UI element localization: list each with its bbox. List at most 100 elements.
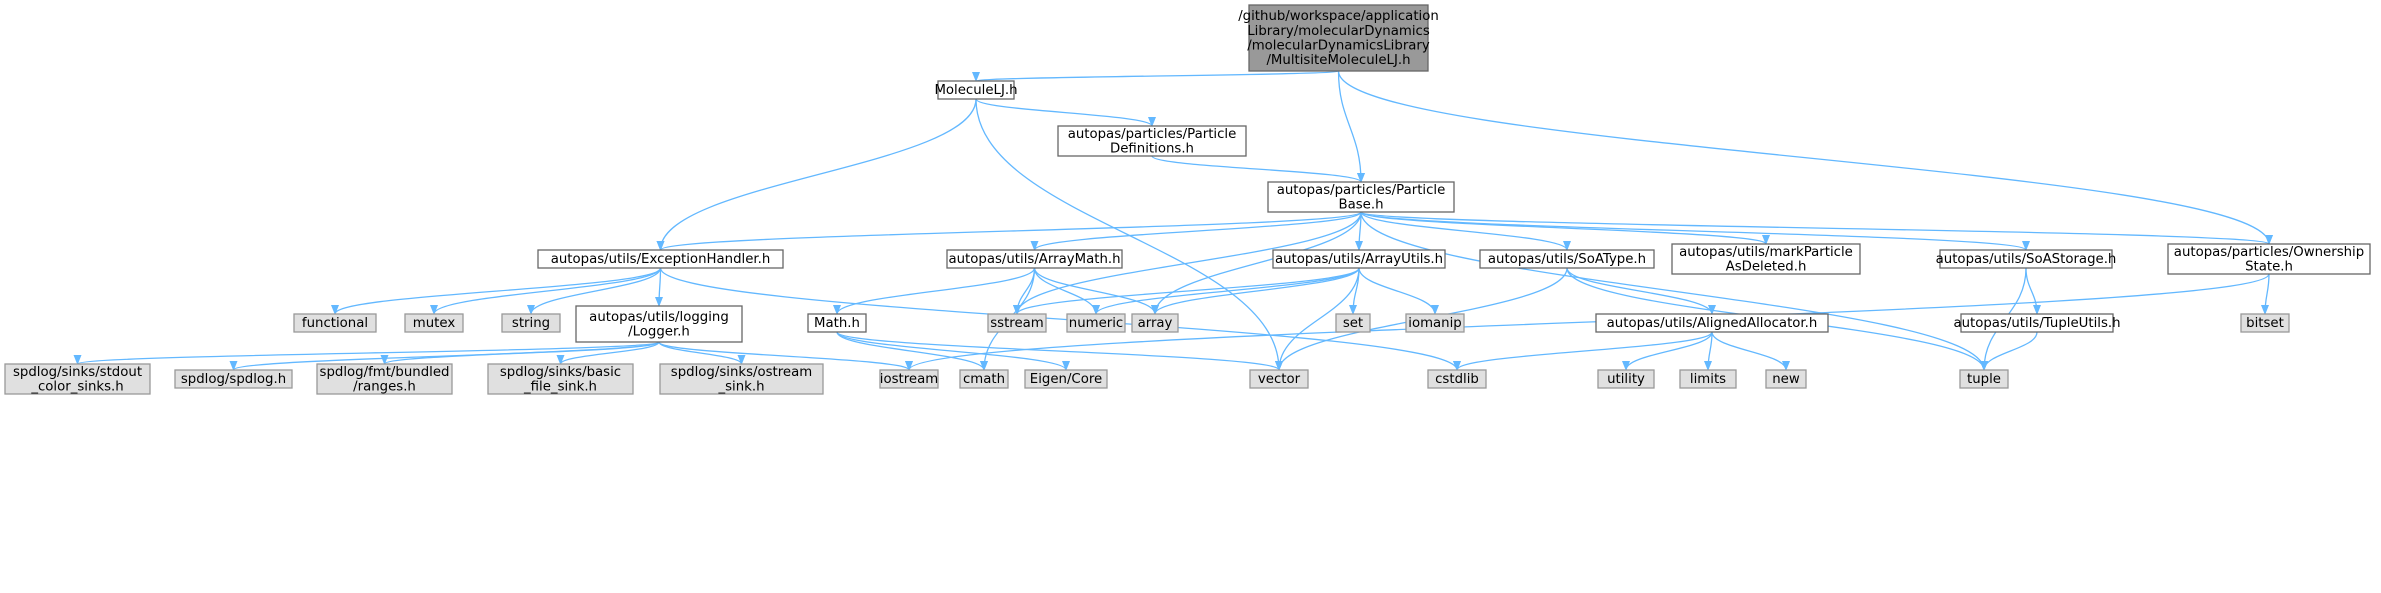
node-multisite[interactable]: /github/workspace/applicationLibrary/mol… (1238, 4, 1439, 72)
node-basicfilesink-label-line-1: _file_sink.h (523, 379, 597, 394)
edge-ownershipstate-to-bitset (2261, 273, 2270, 315)
node-multisite-label-line-1: Library/molecularDynamics (1247, 24, 1430, 39)
node-bitset: bitset (2240, 313, 2290, 333)
edge-alignedallocator-to-limits (1704, 331, 1713, 371)
edge-particlebase-to-soatype (1360, 211, 1571, 251)
node-moleculelj[interactable]: MoleculeLJ.h (934, 80, 1018, 100)
node-alignedallocator-box (1595, 313, 1829, 333)
edge-arrayutils-to-vector (1275, 267, 1360, 371)
node-array-box (1131, 313, 1179, 333)
edge-particlebase-to-exceptionhandler (656, 211, 1362, 251)
node-moleculelj-box (937, 80, 1015, 100)
node-arraymath-label-line-0: autopas/utils/ArrayMath.h (948, 252, 1120, 267)
node-alignedallocator[interactable]: autopas/utils/AlignedAllocator.h (1595, 313, 1829, 333)
node-arrayutils[interactable]: autopas/utils/ArrayUtils.h (1272, 249, 1446, 269)
node-markparticle-label-line-1: AsDeleted.h (1726, 259, 1807, 274)
edge-multisite-to-ownershipstate (1337, 70, 2273, 245)
node-iostream: iostream (879, 369, 939, 389)
node-arrayutils-box (1272, 249, 1446, 269)
node-mutex: mutex (404, 313, 464, 333)
node-numeric-box (1066, 313, 1126, 333)
node-cstdlib-box (1427, 369, 1487, 389)
edge-logger-to-ranges (380, 341, 660, 365)
node-iostream-box (879, 369, 939, 389)
node-ownershipstate-box (2167, 243, 2371, 275)
node-eigencore-box (1024, 369, 1108, 389)
node-tupleutils[interactable]: autopas/utils/TupleUtils.h (1953, 313, 2121, 333)
node-ostreamsink-label-line-0: spdlog/sinks/ostream (671, 365, 812, 380)
node-moleculelj-label-line-0: MoleculeLJ.h (934, 83, 1017, 98)
node-new: new (1765, 369, 1807, 389)
node-new-box (1765, 369, 1807, 389)
edge-alignedallocator-to-new (1711, 331, 1790, 371)
edge-logger-to-iostream (658, 341, 913, 371)
node-tupleutils-box (1960, 313, 2114, 333)
edge-soastorage-to-tupleutils (2025, 267, 2041, 315)
node-array-label-line-0: array (1138, 316, 1173, 331)
node-iomanip-box (1405, 313, 1465, 333)
node-bitset-label-line-0: bitset (2246, 316, 2284, 331)
node-functional-box (293, 313, 377, 333)
edge-logger-to-basicfilesink (556, 341, 660, 365)
edge-alignedallocator-to-utility (1622, 331, 1713, 371)
node-ostreamsink-box (659, 363, 824, 395)
node-ranges-box (316, 363, 453, 395)
node-logger-box (575, 305, 743, 343)
node-limits-label-line-0: limits (1690, 372, 1726, 387)
node-markparticle-label-line-0: autopas/utils/markParticle (1679, 245, 1853, 260)
node-basicfilesink-label-line-0: spdlog/sinks/basic (500, 365, 621, 380)
node-tuple-label-line-0: tuple (1967, 372, 2001, 387)
node-tupleutils-label-line-0: autopas/utils/TupleUtils.h (1953, 316, 2120, 331)
node-multisite-label-line-2: /molecularDynamicsLibrary (1247, 38, 1430, 53)
node-particlebase-label-line-1: Base.h (1338, 197, 1383, 212)
node-soatype-box (1479, 249, 1655, 269)
node-stdoutsinks-label-line-1: _color_sinks.h (30, 379, 123, 394)
edge-particlebase-to-ownershipstate (1360, 211, 2273, 245)
node-eigencore: Eigen/Core (1024, 369, 1108, 389)
edge-arrayutils-to-array (1151, 267, 1360, 315)
node-exceptionhandler-box (537, 249, 784, 269)
node-ostreamsink: spdlog/sinks/ostream_sink.h (659, 363, 824, 395)
node-mathh-label-line-0: Math.h (814, 316, 860, 331)
node-mathh[interactable]: Math.h (807, 313, 867, 333)
edge-multisite-to-particlebase (1337, 70, 1365, 183)
edge-arraymath-to-numeric (1033, 267, 1100, 315)
node-particledefs-box (1057, 125, 1247, 157)
edge-arraymath-to-mathh (833, 267, 1036, 315)
node-soatype[interactable]: autopas/utils/SoAType.h (1479, 249, 1655, 269)
node-sstream-box (987, 313, 1047, 333)
edges-layer (74, 70, 2273, 371)
node-alignedallocator-label-line-0: autopas/utils/AlignedAllocator.h (1607, 316, 1818, 331)
edge-arraymath-to-array (1033, 267, 1159, 315)
node-arraymath[interactable]: autopas/utils/ArrayMath.h (946, 249, 1123, 269)
node-sstream-label-line-0: sstream (990, 316, 1044, 331)
node-ranges-label-line-1: /ranges.h (353, 379, 416, 394)
node-mutex-label-line-0: mutex (413, 316, 456, 331)
node-vector-label-line-0: vector (1258, 372, 1301, 387)
node-cmath-label-line-0: cmath (963, 372, 1005, 387)
node-soastorage[interactable]: autopas/utils/SoAStorage.h (1936, 249, 2117, 269)
node-markparticle-box (1671, 243, 1861, 275)
node-cmath-box (959, 369, 1009, 389)
node-iomanip-label-line-0: iomanip (1408, 316, 1462, 331)
node-stdoutsinks-box (4, 363, 151, 395)
node-iostream-label-line-0: iostream (880, 372, 938, 387)
node-utility-box (1597, 369, 1655, 389)
edge-moleculelj-to-vector (975, 98, 1283, 371)
edge-ownershipstate-to-iostream (905, 273, 2270, 371)
node-stdoutsinks: spdlog/sinks/stdout_color_sinks.h (4, 363, 151, 395)
node-soatype-label-line-0: autopas/utils/SoAType.h (1488, 252, 1646, 267)
edge-exceptionhandler-to-mutex (430, 267, 662, 315)
node-multisite-label-line-0: /github/workspace/application (1238, 9, 1439, 24)
node-exceptionhandler-label-line-0: autopas/utils/ExceptionHandler.h (551, 252, 771, 267)
node-multisite-label-line-3: /MultisiteMoleculeLJ.h (1266, 53, 1410, 68)
node-particlebase-box (1267, 181, 1455, 213)
node-exceptionhandler[interactable]: autopas/utils/ExceptionHandler.h (537, 249, 784, 269)
node-logger[interactable]: autopas/utils/logging/Logger.h (575, 305, 743, 343)
node-functional-label-line-0: functional (302, 316, 368, 331)
node-logger-label-line-0: autopas/utils/logging (589, 310, 729, 325)
